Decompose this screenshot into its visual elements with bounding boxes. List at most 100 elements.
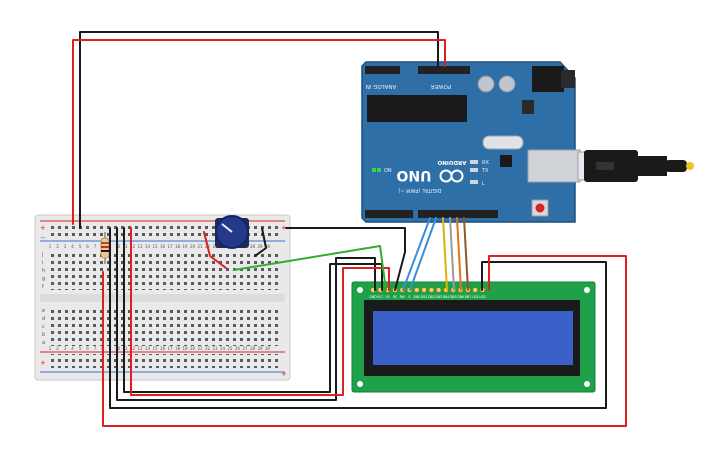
column-number: 3 [64, 244, 67, 249]
digital-header-low [365, 210, 413, 218]
wire-db6[interactable] [456, 217, 462, 291]
wire-gnd-top[interactable] [79, 31, 439, 229]
column-number: 3 [64, 346, 67, 351]
row-letter: h [42, 268, 45, 274]
potentiometer[interactable] [215, 215, 249, 249]
row-letter: e [42, 308, 45, 314]
wire-lcd-vcc[interactable] [130, 227, 390, 396]
column-number: 21 [197, 346, 203, 351]
column-number: 21 [197, 244, 203, 249]
lcd-screen [373, 311, 573, 365]
column-number: 29 [257, 244, 263, 249]
l-led [470, 180, 478, 184]
top-rail-minus-label: − [40, 234, 46, 242]
wire-pot-gnd[interactable] [254, 227, 267, 257]
lcd-pin-label: DB7 [465, 295, 472, 299]
column-number: 29 [257, 346, 263, 351]
column-number: 28 [250, 244, 256, 249]
lcd-pin[interactable] [414, 287, 420, 293]
capacitor-2 [498, 75, 516, 93]
column-number: 23 [212, 346, 218, 351]
wire-pot-vcc[interactable] [203, 231, 227, 269]
column-number: 2 [56, 244, 59, 249]
column-number: 17 [167, 346, 173, 351]
voltage-regulator [522, 100, 534, 114]
bottom-rail-holes [47, 354, 278, 368]
lcd-pin-label: DB5 [450, 295, 457, 299]
column-number: 23 [212, 244, 218, 249]
power-jack [532, 66, 564, 92]
uno-label: UNO [396, 167, 431, 183]
column-number: 28 [250, 346, 256, 351]
lcd-pin[interactable] [421, 287, 427, 293]
wire-rs[interactable] [285, 227, 406, 291]
column-number: 1 [49, 346, 52, 351]
row-letter: g [42, 276, 45, 282]
wire-rs-pin[interactable] [409, 217, 437, 291]
center-channel [40, 294, 285, 302]
row-letter: c [42, 324, 45, 330]
lcd-pin-label: V0 [385, 295, 389, 299]
lcd-pin-label: LED [472, 295, 479, 299]
wire-db5[interactable] [449, 217, 455, 291]
column-number: 26 [235, 346, 241, 351]
column-number: 11 [122, 244, 128, 249]
rx-label: RX [482, 160, 489, 166]
potentiometer-indicator [221, 223, 233, 233]
wire-db7[interactable] [463, 217, 469, 291]
wire-db4[interactable] [442, 217, 448, 291]
wire-led-a[interactable] [102, 255, 627, 427]
wire-led-k[interactable] [109, 261, 607, 409]
lcd-pin-label: RS [393, 295, 397, 299]
lcd-pin-label: DB1 [421, 295, 428, 299]
lcd-pin-label: DB4 [443, 295, 450, 299]
column-number: 4 [71, 346, 74, 351]
breadboard: + + − 1234567891011121314151617181920212… [34, 214, 291, 381]
column-number: 5 [79, 346, 82, 351]
top-rail-plus-label-right: + [281, 224, 287, 232]
row-letter: b [42, 332, 45, 338]
column-number: 11 [122, 346, 128, 351]
lcd-pin-label: VCC [377, 295, 384, 299]
column-number: 30 [265, 244, 271, 249]
column-number: 16 [160, 346, 166, 351]
lcd-pin-label: DB2 [428, 295, 435, 299]
column-number: 20 [190, 346, 196, 351]
lcd-pin[interactable] [472, 287, 478, 293]
row-letter: a [42, 340, 45, 346]
column-number: 24 [220, 346, 226, 351]
lcd-pin-label: DB6 [457, 295, 464, 299]
bottom-rail-plus-label-right: + [281, 370, 287, 378]
wire-enable[interactable] [402, 217, 431, 291]
capacitor-1 [477, 75, 495, 93]
reset-button-cap[interactable] [535, 203, 545, 213]
column-number: 4 [71, 244, 74, 249]
resistor[interactable] [100, 232, 110, 264]
wire-5v-top[interactable] [72, 39, 446, 225]
top-terminal-holes [47, 250, 278, 290]
row-letter: i [42, 260, 43, 266]
digital-header-high [418, 210, 498, 218]
column-number: 25 [227, 346, 233, 351]
lcd-pin-label: E [408, 295, 410, 299]
column-number: 6 [86, 244, 89, 249]
column-number: 20 [190, 244, 196, 249]
column-number: 19 [182, 346, 188, 351]
arduino-uno: ANALOG IN POWER RX TX ON L UNO ARDUINO D… [361, 61, 591, 223]
top-rail-plus-label: + [40, 224, 46, 232]
wire-pot-v0[interactable] [233, 245, 387, 291]
analog-header [365, 66, 400, 74]
row-letter: d [42, 316, 45, 322]
column-number: 17 [167, 244, 173, 249]
bottom-terminal-holes [47, 306, 278, 346]
row-letter: f [42, 284, 44, 290]
arduino-brand: ARDUINO [437, 159, 466, 165]
lcd-pin[interactable] [436, 287, 442, 293]
on-led [372, 168, 376, 172]
lcd-pin[interactable] [428, 287, 435, 293]
column-number: 7 [94, 244, 97, 249]
column-number: 27 [242, 346, 248, 351]
lcd-pin-label: GND [369, 295, 377, 299]
